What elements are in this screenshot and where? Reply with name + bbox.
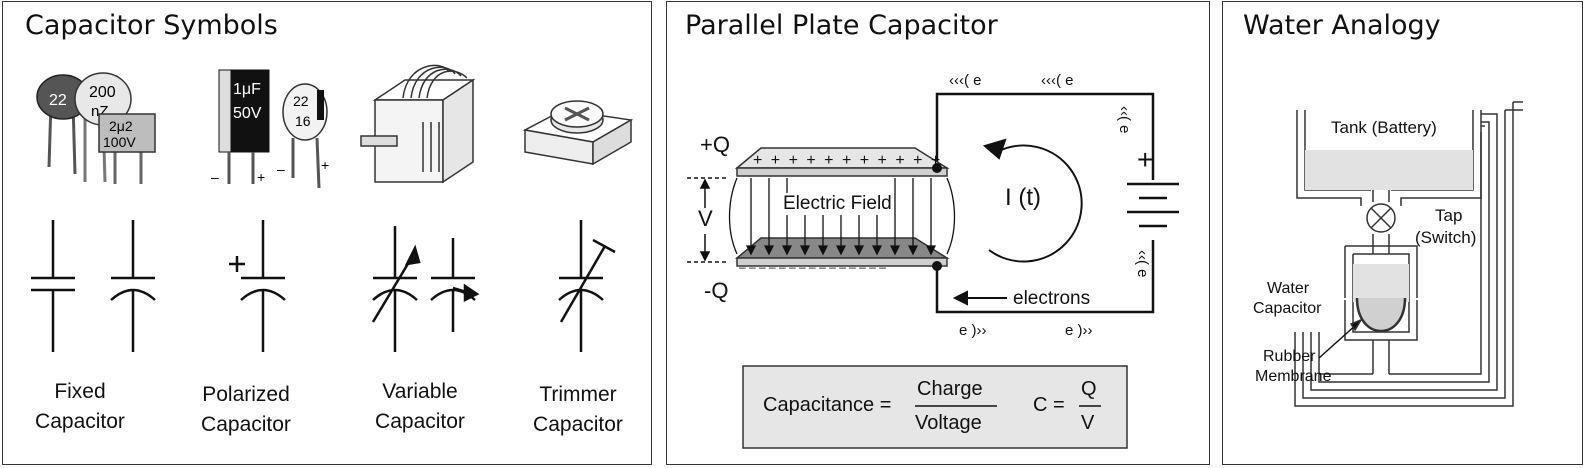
svg-text:+: + xyxy=(321,157,329,173)
tap-label: Tap xyxy=(1435,206,1463,225)
parallel-plate-circuit-diagram xyxy=(687,92,1179,449)
parallel-plate-title: Parallel Plate Capacitor xyxy=(685,10,998,41)
electrons-label: electrons xyxy=(1013,288,1091,309)
electron-top-1: ‹‹‹( e xyxy=(949,72,982,89)
water-analogy-panel: Water Analogy xyxy=(1222,1,1583,465)
capacitor-components-illustration: 22 200 nZ 2μ2 100V 1μF 50V – + xyxy=(31,64,634,352)
variable-capacitor-icon xyxy=(360,64,476,184)
voltage-label: V xyxy=(698,206,713,231)
svg-text:200: 200 xyxy=(89,84,116,101)
minus-q-label: -Q xyxy=(704,278,729,303)
electron-top-2: ‹‹‹( e xyxy=(1041,72,1074,89)
plus-q-label: +Q xyxy=(700,132,730,157)
formula-symbol: C = xyxy=(1033,394,1065,416)
svg-text:50V: 50V xyxy=(233,105,262,122)
water-analogy-diagram xyxy=(1294,101,1523,407)
battery-plus-label: + xyxy=(1137,144,1154,175)
capacitor-symbols-title: Capacitor Symbols xyxy=(25,10,278,41)
variable-capacitor-alt-symbol-icon xyxy=(430,238,480,332)
current-label: I (t) xyxy=(1005,184,1041,211)
svg-text:+: + xyxy=(257,169,265,185)
trimmer-capacitor-icon xyxy=(522,100,634,166)
fixed-capacitor-symbol-icon xyxy=(31,220,75,352)
electric-field-label: Electric Field xyxy=(781,193,894,215)
plate-negative-charges: – – – – – – – – – – – – – – – xyxy=(739,260,886,274)
trimmer-capacitor-symbol-icon xyxy=(558,220,616,352)
battery-icon xyxy=(1127,182,1179,228)
svg-text:22: 22 xyxy=(49,92,67,109)
rubber-membrane-label-2: Membrane xyxy=(1255,368,1332,385)
formula-numerator: Charge xyxy=(917,378,983,400)
water-capacitor-label-2: Capacitor xyxy=(1253,300,1322,317)
svg-text:–: – xyxy=(277,161,285,177)
parallel-plate-panel: Parallel Plate Capacitor xyxy=(666,1,1210,465)
svg-text:100V: 100V xyxy=(103,134,136,150)
svg-text:1μF: 1μF xyxy=(233,81,261,98)
svg-text:–: – xyxy=(211,169,219,185)
tantalum-capacitor-icon: 22 16 – + xyxy=(277,83,329,189)
svg-text:22: 22 xyxy=(293,93,309,109)
voltage-dimension-icon xyxy=(687,177,727,263)
rubber-membrane-label-1: Rubber xyxy=(1263,348,1316,365)
tank-battery-label: Tank (Battery) xyxy=(1331,118,1437,137)
svg-text:16: 16 xyxy=(295,113,311,129)
svg-text:2μ2: 2μ2 xyxy=(109,118,133,134)
water-analogy-title: Water Analogy xyxy=(1243,10,1441,41)
switch-label: (Switch) xyxy=(1415,228,1477,247)
formula-num-symbol: Q xyxy=(1081,378,1097,400)
capacitor-symbols-panel: Capacitor Symbols 22 200 nZ 2μ2 100V xyxy=(2,1,652,465)
film-capacitor-icon: 2μ2 100V xyxy=(98,113,156,184)
electric-field-lines xyxy=(728,177,956,256)
fixed-capacitor-curved-symbol-icon xyxy=(110,220,156,352)
water-capacitor-label-1: Water xyxy=(1267,280,1310,297)
plate-positive-charges: + + + + + + + + + + + xyxy=(753,152,943,169)
variable-capacitor-symbol-icon xyxy=(371,226,421,352)
electron-right-2: ‹‹( e xyxy=(1134,250,1151,278)
tap-valve-icon xyxy=(1366,203,1396,233)
current-flow-arrow-icon xyxy=(982,138,1083,263)
electrons-arrow-icon xyxy=(952,290,1007,306)
formula-word: Capacitance = xyxy=(763,394,892,416)
electrolytic-capacitor-icon: 1μF 50V – + xyxy=(211,69,270,185)
formula-den-symbol: V xyxy=(1081,412,1095,434)
formula-box xyxy=(742,365,1128,449)
polarized-capacitor-symbol-icon xyxy=(229,220,286,352)
electron-bottom-2: e )›› xyxy=(1065,322,1093,339)
formula-denominator: Voltage xyxy=(915,412,982,434)
electron-bottom-1: e )›› xyxy=(959,322,987,339)
electron-right-1: ‹‹( e xyxy=(1116,106,1133,134)
